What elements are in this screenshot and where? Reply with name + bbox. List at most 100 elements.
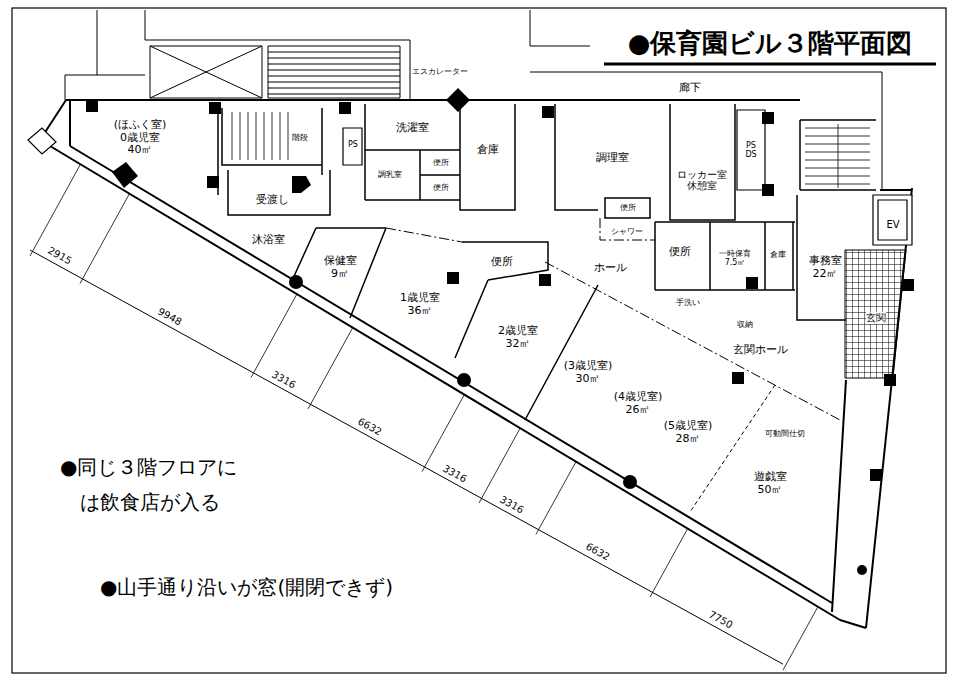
room-name: 便所 — [433, 158, 449, 167]
note-text: ●同じ３階フロアには飲食店が入る — [60, 450, 246, 520]
elevator-box — [873, 195, 912, 245]
dimension-value: 3316 — [441, 462, 469, 484]
room-area: 便所 — [432, 158, 450, 167]
dimension-value: 6632 — [355, 415, 383, 437]
room-name: 便所 — [433, 183, 449, 192]
column-round — [457, 373, 471, 387]
dimension-tick — [536, 462, 576, 535]
room-name: 倉庫 — [477, 144, 499, 157]
page-frame — [12, 8, 946, 673]
corner-pier — [28, 128, 56, 154]
room-name: 調理室 — [596, 152, 629, 165]
room-area: 受渡し — [255, 194, 290, 207]
dash-dot-boundary — [386, 218, 840, 420]
room-name: 一時保育 7.5㎡ — [719, 249, 751, 267]
room-name: (5歳児室) 28㎡ — [664, 420, 713, 445]
dimension-value: 3316 — [498, 494, 526, 516]
room-name: ロッカー室 — [677, 169, 727, 181]
room-area: 遊戯室 50㎡ — [753, 471, 788, 496]
stair-treads — [232, 112, 288, 160]
room-name: (3歳児室) 30㎡ — [564, 360, 613, 385]
room-area: (5歳児室) 28㎡ — [663, 420, 714, 445]
room-name: 遊戯室 50㎡ — [754, 471, 787, 496]
area-label: 手洗い — [676, 298, 700, 307]
room-name: 事務室 22㎡ — [809, 255, 842, 280]
escalator-steps — [268, 46, 400, 98]
title-underline — [604, 63, 936, 66]
dimension-tick — [650, 529, 688, 597]
room-name: 階段 — [292, 133, 308, 142]
room-name: PS — [348, 140, 358, 149]
stair-treads — [805, 124, 870, 188]
room-area: 調乳室 — [377, 170, 403, 179]
corridor-line — [530, 72, 882, 190]
room-name: 2歳児室 32㎡ — [498, 325, 538, 350]
column-round — [857, 565, 867, 575]
dimension-value: 7750 — [707, 609, 735, 631]
room-name: 保健室 9㎡ — [324, 255, 357, 280]
room-area: ロッカー室休憩室 — [676, 169, 728, 192]
room-area: 便所 — [432, 183, 450, 192]
room-area: 便所 — [668, 246, 692, 259]
area-label: エスカレーター — [412, 67, 468, 76]
area-label: シャワー — [611, 227, 643, 236]
room-area: 玄関 — [865, 312, 887, 324]
area-label: 収納 — [737, 320, 753, 329]
area-label: 可動間仕切 — [765, 429, 805, 438]
dimension-tick — [251, 294, 297, 377]
dimension-value: 6632 — [583, 541, 611, 563]
room-area: (3歳児室) 30㎡ — [563, 360, 614, 385]
dimension-tick — [30, 164, 80, 256]
area-label: 玄関ホール — [733, 344, 788, 357]
dimension-value: 2915 — [45, 245, 73, 267]
room-area: 保健室 9㎡ — [323, 255, 358, 280]
room-area: 倉庫 — [769, 250, 787, 259]
outside-line — [65, 10, 145, 100]
column-square — [86, 100, 914, 481]
room-area: 2歳児室 32㎡ — [497, 325, 539, 350]
room-area: 洗濯室 — [395, 122, 430, 135]
room-name: 休憩室 — [677, 180, 727, 192]
room-area: PS DS — [744, 141, 757, 159]
note-text: ●山手通り沿いが窓(開閉できず) — [100, 576, 393, 599]
room-name: 便所 — [620, 203, 636, 212]
room-area: 倉庫 — [476, 144, 500, 157]
dimension-tick — [80, 194, 129, 284]
room-name: 沐浴室 — [252, 234, 285, 247]
frame-line — [530, 10, 590, 46]
room-area: 一時保育 7.5㎡ — [718, 249, 752, 267]
area-label: ホール — [594, 262, 627, 275]
room-name: 便所 — [669, 246, 691, 259]
room-name: 0歳児室 40㎡ — [114, 132, 167, 157]
room-name: 受渡し — [256, 194, 289, 207]
room-area: PS — [347, 140, 359, 149]
room-name: 調乳室 — [378, 170, 402, 179]
room-area: 沐浴室 — [251, 234, 286, 247]
room-name: 倉庫 — [770, 250, 786, 259]
dimension-tick — [422, 395, 464, 472]
room-name: 便所 — [491, 256, 513, 269]
dimension-value: 9948 — [156, 305, 184, 327]
room-area: (4歳児室) 26㎡ — [613, 391, 664, 416]
room-name: PS DS — [745, 141, 756, 159]
column-large — [112, 88, 470, 193]
entrance-hatch — [845, 250, 906, 378]
room-name: (4歳児室) 26㎡ — [614, 391, 663, 416]
room-area: 便所 — [619, 203, 637, 212]
room-area: 階段 — [291, 133, 309, 142]
room-name: EV — [886, 219, 899, 231]
room-area: 便所 — [490, 256, 514, 269]
column-round — [623, 475, 637, 489]
dimension-tick — [479, 428, 520, 503]
room-area: 事務室 22㎡ — [808, 255, 843, 280]
room-name: 玄関 — [866, 312, 886, 324]
room-name: (ほふく室) — [114, 119, 167, 132]
dimension-tick — [783, 607, 818, 670]
escalator-void — [145, 40, 410, 100]
room-area: 調理室 — [595, 152, 630, 165]
dimension-value: 3316 — [270, 368, 298, 390]
dimension-tick — [308, 328, 353, 409]
column-round — [289, 275, 303, 289]
interior-wall — [218, 104, 876, 420]
